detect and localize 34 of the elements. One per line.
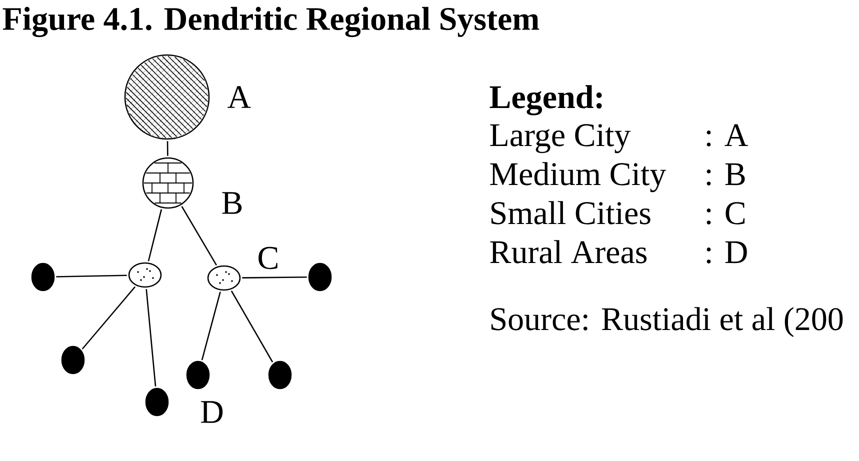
legend-text: : A bbox=[706, 124, 748, 146]
dotted-ellipse bbox=[128, 262, 162, 288]
connector-line bbox=[56, 274, 127, 278]
connector-line bbox=[181, 206, 217, 266]
brick-circle bbox=[142, 157, 194, 209]
filled-dot bbox=[268, 360, 292, 390]
legend-text: : D bbox=[706, 241, 747, 264]
title: Figure 4.1. Dendritic Regional System bbox=[2, 6, 540, 38]
legend-text: Small Cities bbox=[491, 201, 650, 224]
connector-line bbox=[242, 276, 307, 278]
connector-line bbox=[146, 289, 156, 387]
legend-text: : B bbox=[706, 163, 745, 186]
filled-dot bbox=[61, 346, 85, 374]
connector-line bbox=[230, 290, 274, 362]
patterned-circle bbox=[124, 54, 210, 140]
legend-text: : C bbox=[706, 202, 745, 224]
legend-text: Rural Areas bbox=[490, 240, 647, 264]
legend-heading: Legend: bbox=[490, 85, 602, 116]
filled-dot bbox=[31, 262, 55, 292]
legend-text: Medium City bbox=[490, 162, 666, 192]
filled-dot bbox=[308, 262, 332, 292]
filled-dot bbox=[145, 388, 169, 416]
node-label: B bbox=[222, 192, 242, 214]
node-label: C bbox=[258, 246, 278, 270]
connector-line bbox=[148, 209, 162, 262]
legend-text: Large City bbox=[490, 124, 631, 154]
dotted-ellipse bbox=[207, 265, 241, 291]
filled-dot bbox=[186, 360, 210, 390]
node-label: D bbox=[201, 401, 223, 423]
node-label: A bbox=[228, 86, 251, 108]
source-note: Source: Rustiadi et al (200 bbox=[491, 307, 843, 338]
connector-line bbox=[166, 141, 168, 156]
connector-line bbox=[82, 286, 136, 350]
connector-line bbox=[201, 292, 221, 360]
